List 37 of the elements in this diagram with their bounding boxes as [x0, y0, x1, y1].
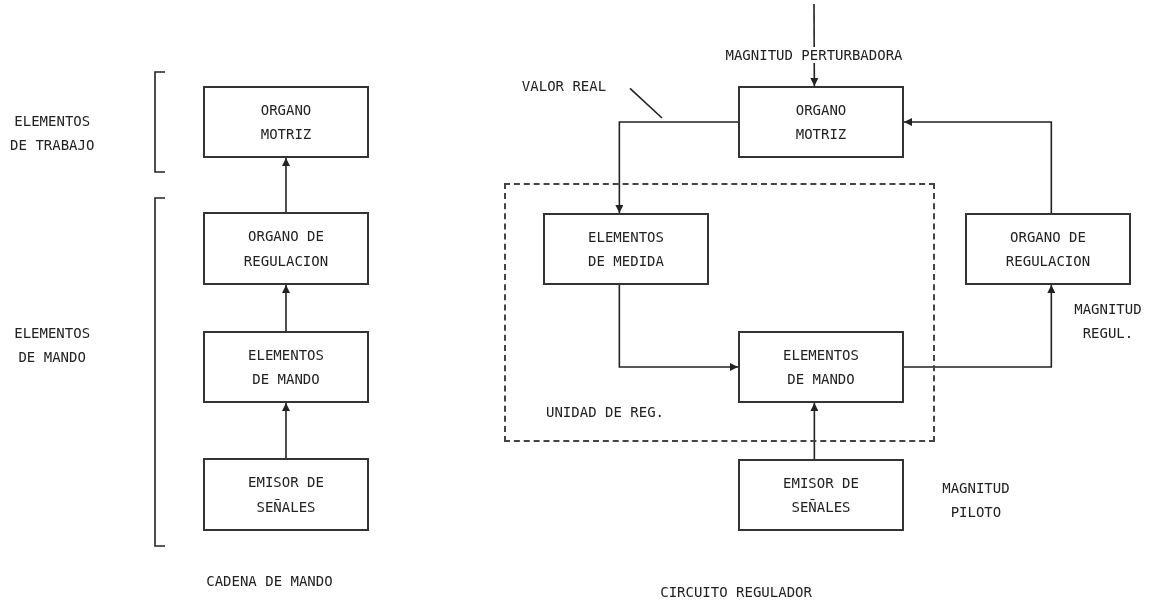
arrow: [903, 118, 1053, 214]
group-label: UNIDAD DE REG.: [546, 404, 664, 420]
box-label: ELEMENTOS DE MANDO: [782, 345, 860, 389]
arrow: [282, 157, 290, 213]
dashed-group-box: [504, 183, 935, 442]
box-label: ORGANO DE REGULACION: [242, 227, 330, 271]
text-label: CADENA DE MANDO: [205, 572, 334, 591]
process-box: [738, 86, 904, 158]
text-label: ELEMENTOS DE MANDO: [13, 324, 92, 367]
process-box: [203, 458, 369, 531]
arrow: [282, 284, 290, 332]
text-label: ELEMENTOS DE TRABAJO: [9, 112, 96, 155]
process-box: [203, 331, 369, 403]
text-label: CIRCUITO REGULADOR: [659, 583, 813, 602]
arrow: [618, 284, 739, 371]
text-label: MAGNITUD PILOTO: [941, 479, 1011, 522]
arrow: [615, 121, 739, 214]
box-label: EMISOR DE SEÑALES: [247, 473, 325, 517]
process-box: [965, 213, 1131, 285]
process-box: [203, 212, 369, 285]
box-label: ORGANO MOTRIZ: [794, 100, 848, 144]
arrow: [903, 284, 1056, 368]
process-box: [738, 459, 904, 531]
box-label: ELEMENTOS DE MEDIDA: [587, 227, 665, 271]
arrow: [282, 402, 290, 459]
process-box: [203, 86, 369, 158]
text-label: MAGNITUD REGUL.: [1073, 300, 1143, 343]
leader-line: [629, 87, 663, 119]
annotation-text: VALOR REAL: [521, 76, 607, 96]
box-label: ORGANO MOTRIZ: [259, 100, 313, 144]
box-label: EMISOR DE SEÑALES: [782, 473, 860, 517]
process-box: [738, 331, 904, 403]
box-label: ORGANO DE REGULACION: [1004, 227, 1092, 271]
arrow: [810, 402, 819, 460]
process-box: [543, 213, 709, 285]
box-label: ELEMENTOS DE MANDO: [247, 345, 325, 389]
edge-label: MAGNITUD PERTURBADORA: [723, 46, 905, 64]
